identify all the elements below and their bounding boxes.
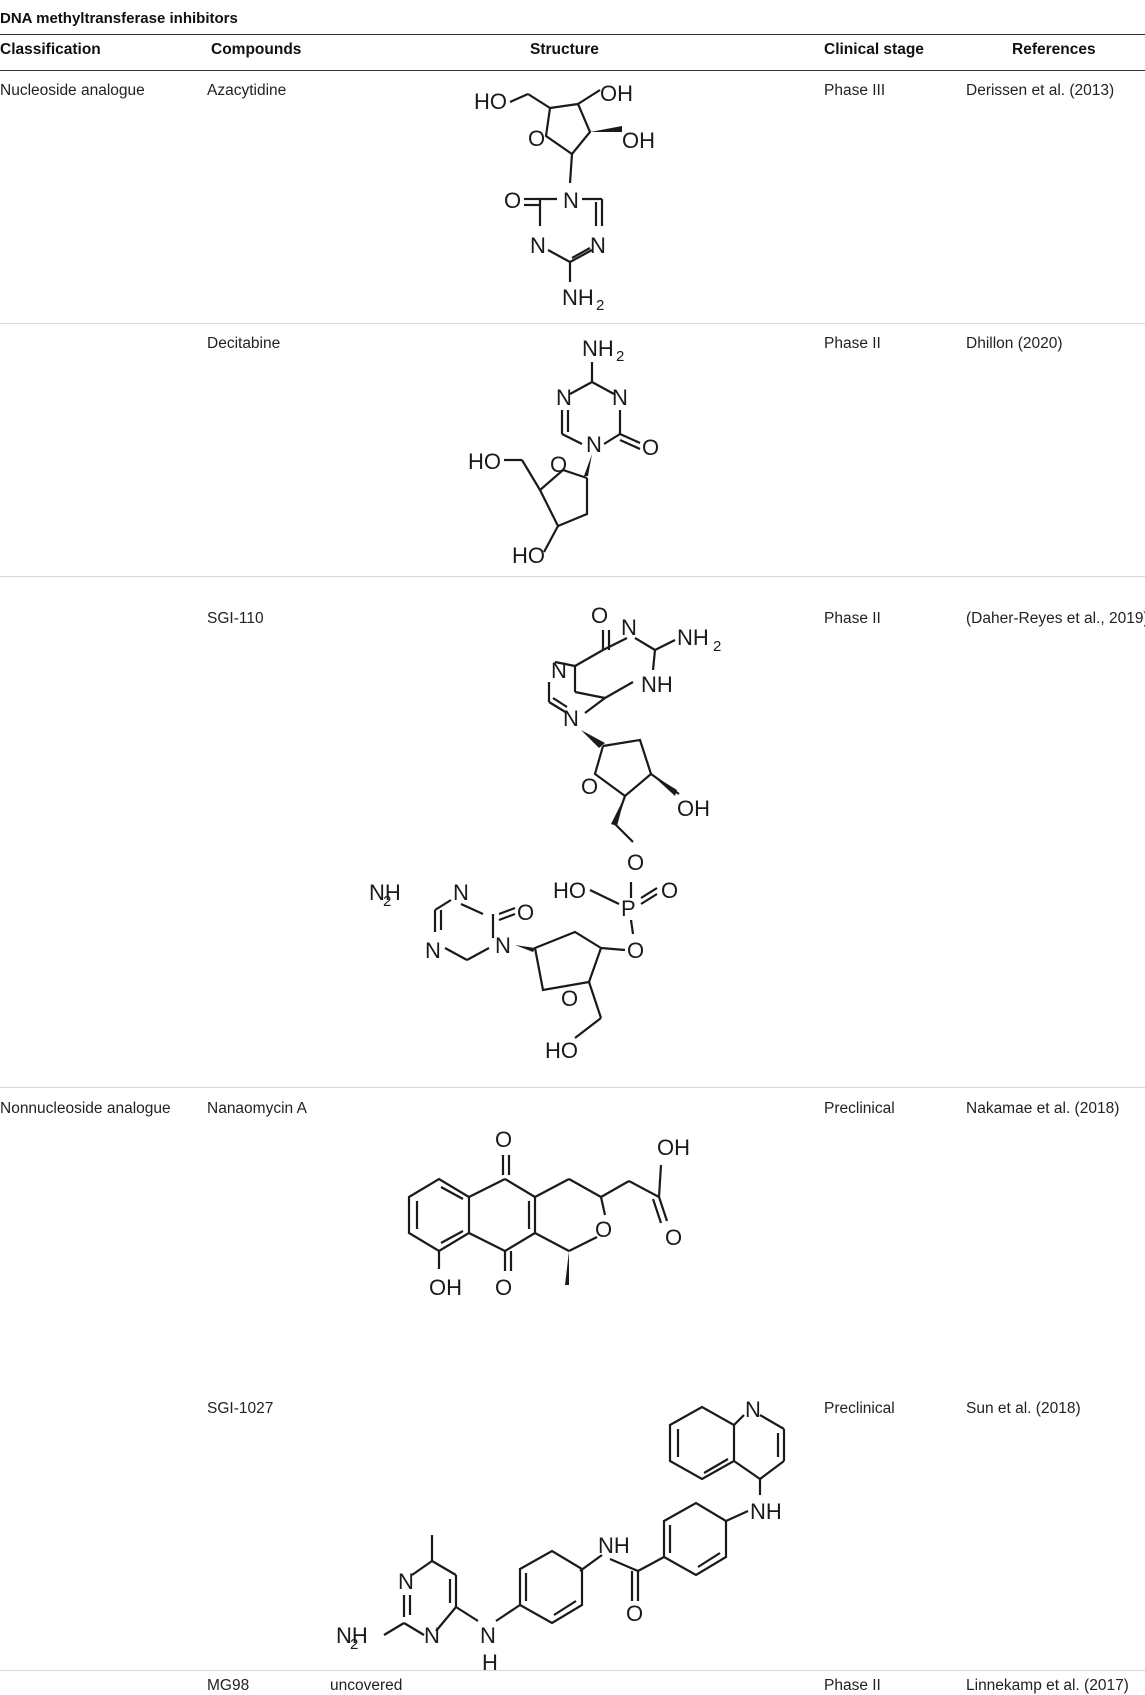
table-title: DNA methyltransferase inhibitors — [0, 10, 238, 27]
svg-text:O: O — [626, 1601, 643, 1626]
svg-text:N: N — [530, 233, 546, 258]
header-references: References — [1012, 41, 1096, 58]
svg-text:OH: OH — [657, 1135, 690, 1160]
azacytidine-structure: HO O OH OH N O N N NH 2 — [474, 81, 655, 314]
svg-text:O: O — [581, 774, 598, 799]
stage-cell: Preclinical — [824, 1100, 895, 1117]
svg-text:HO: HO — [553, 878, 586, 903]
svg-text:O: O — [627, 938, 644, 963]
svg-text:HO: HO — [474, 89, 507, 114]
svg-text:2: 2 — [383, 893, 391, 910]
svg-text:2: 2 — [350, 1636, 358, 1653]
svg-text:N: N — [563, 706, 579, 731]
stage-cell: Phase II — [824, 1677, 881, 1694]
svg-text:N: N — [556, 385, 572, 410]
compound-cell: Azacytidine — [207, 82, 287, 99]
svg-text:N: N — [621, 615, 637, 640]
svg-text:N: N — [563, 188, 579, 213]
svg-text:NH: NH — [677, 625, 709, 650]
svg-text:H: H — [482, 1650, 498, 1675]
decitabine-structure: NH 2 N N N O O HO HO — [468, 336, 659, 568]
svg-text:O: O — [495, 1275, 512, 1300]
svg-text:O: O — [528, 126, 545, 151]
svg-text:N: N — [586, 432, 602, 457]
compound-cell: SGI-1027 — [207, 1400, 274, 1417]
svg-text:2: 2 — [713, 638, 721, 655]
row-divider — [0, 576, 1145, 577]
svg-text:N: N — [745, 1397, 761, 1422]
svg-text:N: N — [480, 1623, 496, 1648]
svg-text:O: O — [642, 435, 659, 460]
svg-text:O: O — [504, 188, 521, 213]
stage-cell: Preclinical — [824, 1400, 895, 1417]
stage-cell: Phase II — [824, 610, 881, 627]
svg-text:OH: OH — [622, 128, 655, 153]
svg-text:2: 2 — [616, 348, 624, 365]
compound-cell: MG98 — [207, 1677, 250, 1694]
svg-text:N: N — [425, 938, 441, 963]
classification-cell: Nonnucleoside analogue — [0, 1100, 171, 1117]
svg-text:NH: NH — [641, 672, 673, 697]
svg-text:O: O — [591, 603, 608, 628]
svg-text:P: P — [621, 896, 636, 921]
svg-text:N: N — [495, 933, 511, 958]
svg-text:O: O — [495, 1127, 512, 1152]
svg-text:N: N — [612, 385, 628, 410]
svg-text:HO: HO — [545, 1038, 578, 1063]
structure-cell: uncovered — [330, 1677, 403, 1694]
header-structure: Structure — [530, 41, 599, 58]
row-divider — [0, 1087, 1145, 1088]
svg-text:O: O — [627, 850, 644, 875]
svg-text:NH: NH — [582, 336, 614, 361]
compound-cell: SGI-110 — [207, 610, 264, 627]
svg-text:N: N — [453, 880, 469, 905]
reference-cell: Nakamae et al. (2018) — [966, 1100, 1120, 1117]
svg-text:O: O — [517, 900, 534, 925]
svg-text:NH: NH — [562, 285, 594, 310]
sgi-110-structure: O N NH 2 NH N N O OH O HO P — [369, 603, 721, 1063]
nanaomycin-a-structure: O O OH O O OH — [407, 1127, 690, 1300]
compound-cell: Nanaomycin A — [207, 1100, 307, 1117]
svg-text:NH: NH — [369, 880, 401, 905]
stage-cell: Phase II — [824, 335, 881, 352]
svg-text:HO: HO — [468, 449, 501, 474]
svg-text:O: O — [561, 986, 578, 1011]
svg-text:O: O — [665, 1225, 682, 1250]
header-clinical-stage: Clinical stage — [824, 41, 924, 58]
svg-text:N: N — [398, 1569, 414, 1594]
header-compounds: Compounds — [211, 41, 302, 58]
reference-cell: Dhillon (2020) — [966, 335, 1063, 352]
svg-text:N: N — [551, 658, 567, 683]
svg-text:NH: NH — [598, 1533, 630, 1558]
reference-cell: Sun et al. (2018) — [966, 1400, 1081, 1417]
row-divider — [0, 1670, 1145, 1671]
svg-text:O: O — [550, 452, 567, 477]
reference-cell: (Daher-Reyes et al., 2019) — [966, 610, 1145, 627]
reference-cell: Linnekamp et al. (2017) — [966, 1677, 1129, 1694]
svg-text:NH: NH — [750, 1499, 782, 1524]
svg-text:OH: OH — [429, 1275, 462, 1300]
reference-cell: Derissen et al. (2013) — [966, 82, 1115, 99]
header-classification: Classification — [0, 41, 101, 58]
svg-text:2: 2 — [596, 297, 604, 314]
compound-cell: Decitabine — [207, 335, 281, 352]
svg-text:OH: OH — [677, 796, 710, 821]
svg-text:HO: HO — [512, 543, 545, 568]
row-divider — [0, 323, 1145, 324]
svg-text:O: O — [595, 1217, 612, 1242]
sgi-1027-structure: N NH O NH N H N NH 2 — [336, 1397, 786, 1675]
svg-text:NH: NH — [336, 1623, 368, 1648]
header-rule — [0, 70, 1145, 71]
svg-text:O: O — [661, 878, 678, 903]
svg-text:OH: OH — [600, 81, 633, 106]
stage-cell: Phase III — [824, 82, 886, 99]
table-top-rule — [0, 34, 1145, 35]
svg-text:N: N — [424, 1623, 440, 1648]
classification-cell: Nucleoside analogue — [0, 82, 145, 99]
svg-text:N: N — [590, 233, 606, 258]
